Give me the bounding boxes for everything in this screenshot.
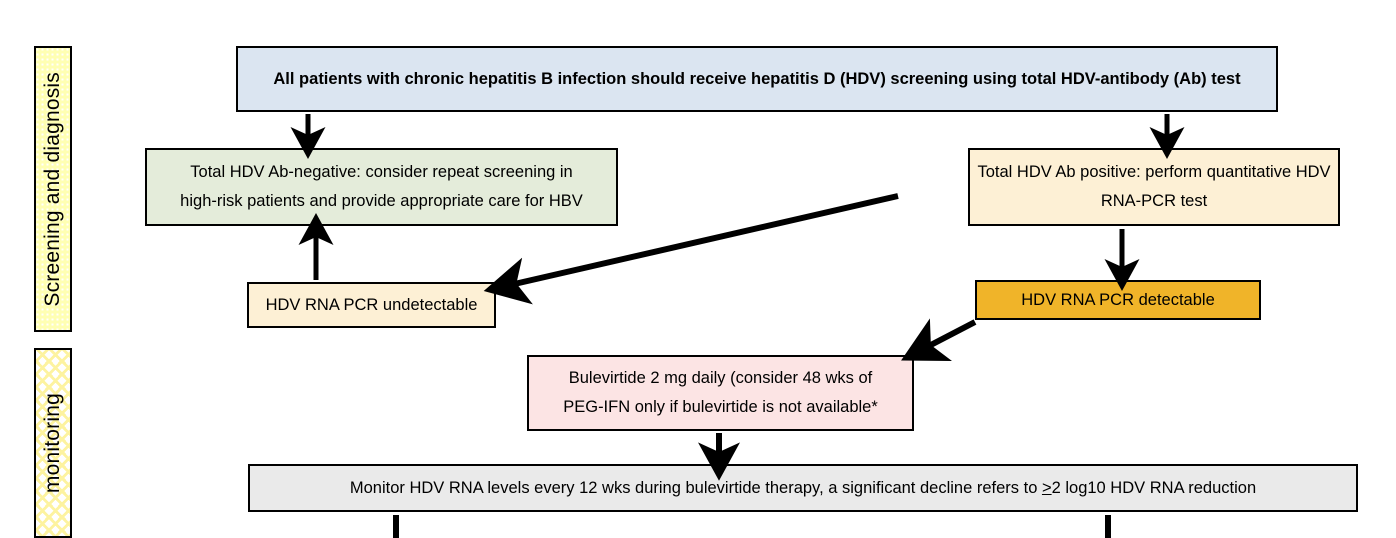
node-monitor: Monitor HDV RNA levels every 12 wks duri… — [248, 464, 1358, 512]
node-treatment-line-1: Bulevirtide 2 mg daily (consider 48 wks … — [568, 369, 873, 388]
node-pcr-undetectable-line-1: HDV RNA PCR undetectable — [265, 295, 478, 314]
node-treatment-line-2: PEG-IFN only if bulevirtide is not avail… — [563, 398, 878, 416]
band-monitoring: monitoring — [34, 348, 72, 538]
band-label-monitoring: monitoring — [41, 392, 64, 494]
node-screening-statement-line-1: All patients with chronic hepatitis B in… — [273, 69, 1241, 88]
node-ab-positive: Total HDV Ab positive: perform quantitat… — [968, 148, 1340, 226]
node-ab-positive-line-2: RNA-PCR test — [1100, 192, 1208, 210]
band-label-screening-and-diagnosis: Screening and diagnosis — [41, 71, 64, 307]
node-ab-negative-line-2: high-risk patients and provide appropria… — [180, 192, 583, 210]
node-pcr-detectable: HDV RNA PCR detectable — [975, 280, 1261, 320]
node-pcr-undetectable: HDV RNA PCR undetectable — [247, 282, 496, 328]
node-treatment: Bulevirtide 2 mg daily (consider 48 wks … — [527, 355, 914, 431]
node-monitor-line-1: Monitor HDV RNA levels every 12 wks duri… — [350, 474, 1256, 503]
node-monitor-text-before: Monitor HDV RNA levels every 12 wks duri… — [349, 478, 1042, 497]
node-ab-negative: Total HDV Ab-negative: consider repeat s… — [145, 148, 618, 226]
node-monitor-text-after: 2 log10 HDV RNA reduction — [1051, 478, 1257, 497]
greater-or-equal-symbol: > — [1041, 478, 1052, 497]
node-ab-positive-line-1: Total HDV Ab positive: perform quantitat… — [977, 163, 1331, 182]
node-screening-statement: All patients with chronic hepatitis B in… — [236, 46, 1278, 112]
arrow-pcr-detectable-to-treatment — [901, 318, 977, 361]
node-ab-negative-line-1: Total HDV Ab-negative: consider repeat s… — [190, 163, 573, 182]
band-screening-and-diagnosis: Screening and diagnosis — [34, 46, 72, 332]
node-pcr-detectable-line-1: HDV RNA PCR detectable — [1021, 290, 1215, 309]
